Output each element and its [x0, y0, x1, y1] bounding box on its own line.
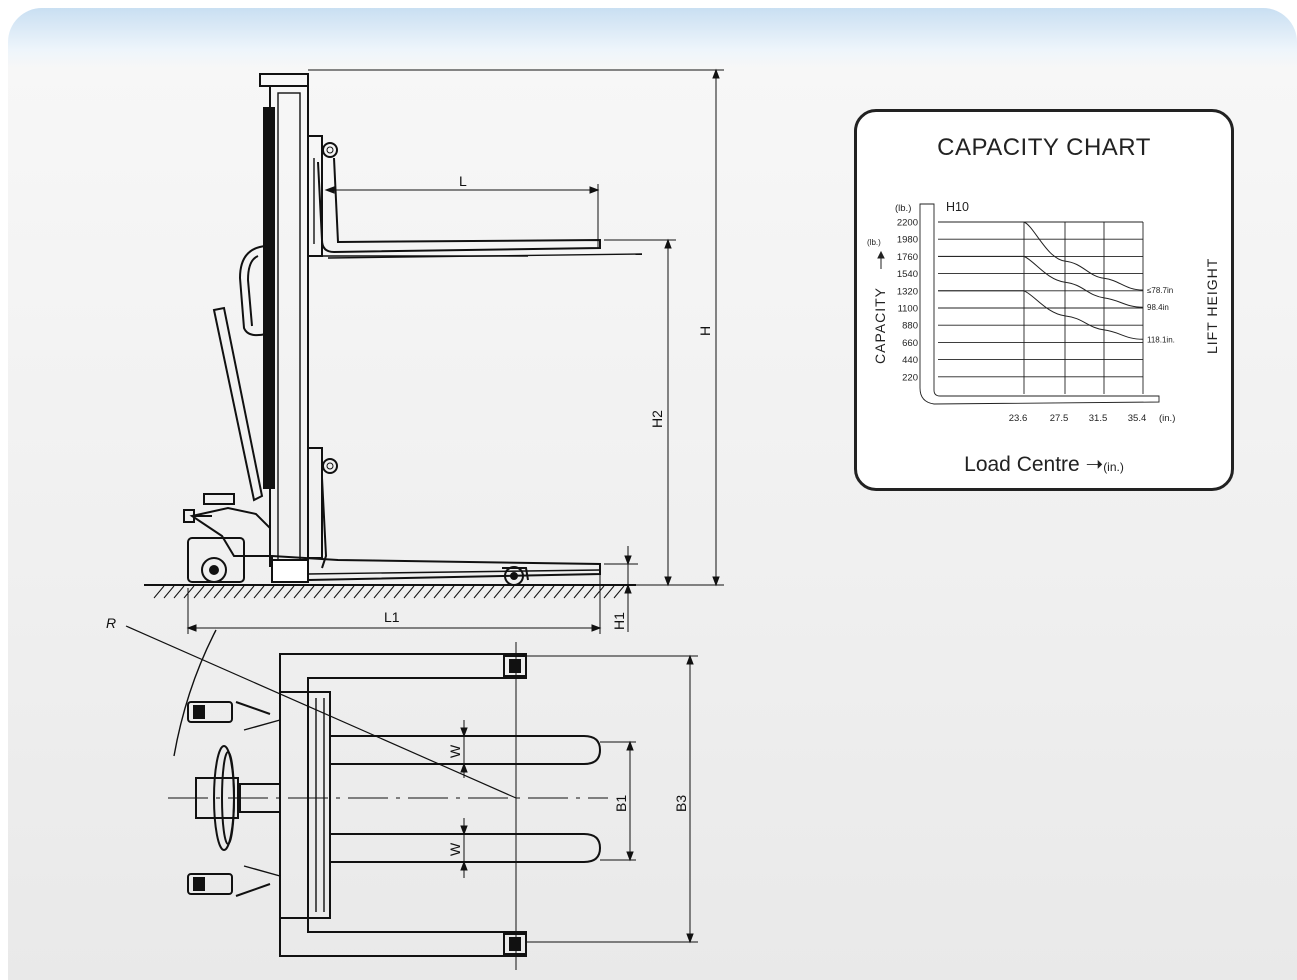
x-tick-unit: (in.)	[1159, 413, 1175, 424]
fork-top	[330, 735, 602, 765]
dim-H2	[604, 238, 676, 587]
dim-label-R: R	[106, 615, 116, 631]
y-tick-label: 2200	[897, 218, 918, 229]
y-tick-label: 220	[902, 372, 918, 383]
mast-body	[279, 691, 309, 919]
dim-L1	[186, 574, 602, 634]
load-wheel	[502, 566, 529, 586]
top-view	[125, 625, 698, 970]
curve-label: 118.1in.	[1147, 335, 1175, 344]
steering-assembly	[187, 701, 281, 897]
curve-label: ≤78.7in	[1147, 286, 1173, 295]
y-tick-label: 1760	[897, 252, 918, 263]
dim-B3	[526, 654, 698, 944]
y-tick-label: 660	[902, 338, 918, 349]
capacity-chart-card: CAPACITY CHART 2200 1980 1760 1540 1320 1100 8…	[854, 109, 1234, 491]
chart-grid	[919, 203, 1160, 405]
pump-assembly	[183, 493, 271, 557]
y-tick-label: 1320	[897, 286, 918, 297]
stacker-technical-drawing: L H H2 H1 L1 R W W B1 B3	[106, 68, 724, 970]
chart-title: CAPACITY CHART	[937, 134, 1151, 161]
x-tick-label: 27.5	[1050, 413, 1069, 424]
y-tick-label: 1100	[898, 304, 918, 315]
dim-label-H: H	[697, 326, 713, 336]
y-axis-label: CAPACITY	[872, 287, 888, 364]
y-axis-unit: (lb.)	[867, 238, 881, 247]
dim-label-H2: H2	[649, 410, 665, 428]
dim-label-B3: B3	[673, 795, 689, 812]
dim-H1	[604, 546, 638, 632]
outrigger-top	[279, 653, 527, 693]
x-tick-label: 35.4	[1128, 413, 1147, 424]
plot-frame	[919, 203, 1160, 405]
capacity-chart: 2200 1980 1760 1540 1320 1100 880 660 440 220 23.…	[867, 200, 1220, 424]
base-block	[271, 559, 309, 583]
dim-label-B1: B1	[613, 795, 629, 812]
y-tick-label: 880	[902, 321, 918, 332]
dim-B1	[600, 740, 636, 862]
y-axis-arrow	[877, 250, 885, 269]
y-unit-label: (lb.)	[895, 203, 911, 214]
x-axis-title: Load Centre ➝(in.)	[857, 452, 1231, 477]
roller-bottom	[503, 933, 527, 955]
y-tick-label: 1980	[897, 235, 918, 246]
ground-hatching	[153, 585, 625, 599]
x-axis-unit: (in.)	[1103, 460, 1124, 474]
chart-curves	[938, 221, 1144, 340]
y-tick-labels: 2200 1980 1760 1540 1320 1100 880 660 440 220	[897, 218, 918, 384]
side-view	[144, 68, 724, 634]
right-axis-label: LIFT HEIGHT	[1204, 258, 1220, 354]
mast-channel	[277, 92, 301, 564]
curve-labels: ≤78.7in 98.4in 118.1in.	[1147, 286, 1175, 344]
x-tick-label: 31.5	[1089, 413, 1108, 424]
mast-carriage	[307, 691, 331, 919]
push-handle	[238, 245, 267, 337]
roller-top	[503, 655, 527, 677]
series-line	[938, 290, 1144, 340]
dim-label-H1: H1	[611, 612, 627, 630]
x-axis-arrow-icon: ➝	[1085, 453, 1104, 476]
dim-L	[324, 184, 600, 248]
x-axis-label: Load Centre	[964, 453, 1080, 476]
upper-carriage	[307, 135, 643, 259]
curve-label: 98.4in	[1147, 303, 1169, 312]
dim-label-L: L	[459, 173, 467, 189]
y-tick-label: 1540	[897, 269, 918, 280]
dim-W-bottom	[460, 818, 468, 878]
pump-lever	[212, 306, 264, 502]
roller-top-inner	[509, 659, 521, 673]
series-line	[938, 255, 1144, 308]
x-tick-labels: 23.6 27.5 31.5 35.4	[1009, 413, 1147, 424]
mast-inner-rail	[263, 107, 275, 489]
roller-bottom-inner	[509, 937, 521, 951]
model-label: H10	[946, 200, 969, 214]
steer-wheel	[187, 537, 245, 583]
dim-label-L1: L1	[384, 609, 400, 625]
mast	[269, 85, 309, 567]
dim-label-W-bottom: W	[447, 842, 463, 856]
dim-label-W-top: W	[447, 744, 463, 758]
dim-W-top	[460, 720, 468, 778]
lower-carriage	[271, 447, 601, 581]
x-tick-label: 23.6	[1009, 413, 1028, 424]
dim-R-arc	[173, 629, 217, 757]
dim-R-line	[125, 625, 517, 799]
series-line	[938, 221, 1144, 291]
mast-top-cap	[259, 73, 309, 87]
outrigger-bottom	[279, 917, 527, 957]
page-frame: L H H2 H1 L1 R W W B1 B3 CAPACITY CHART …	[8, 8, 1297, 980]
y-tick-label: 440	[902, 355, 918, 366]
fork-bottom	[330, 833, 602, 863]
dim-H	[308, 68, 724, 587]
